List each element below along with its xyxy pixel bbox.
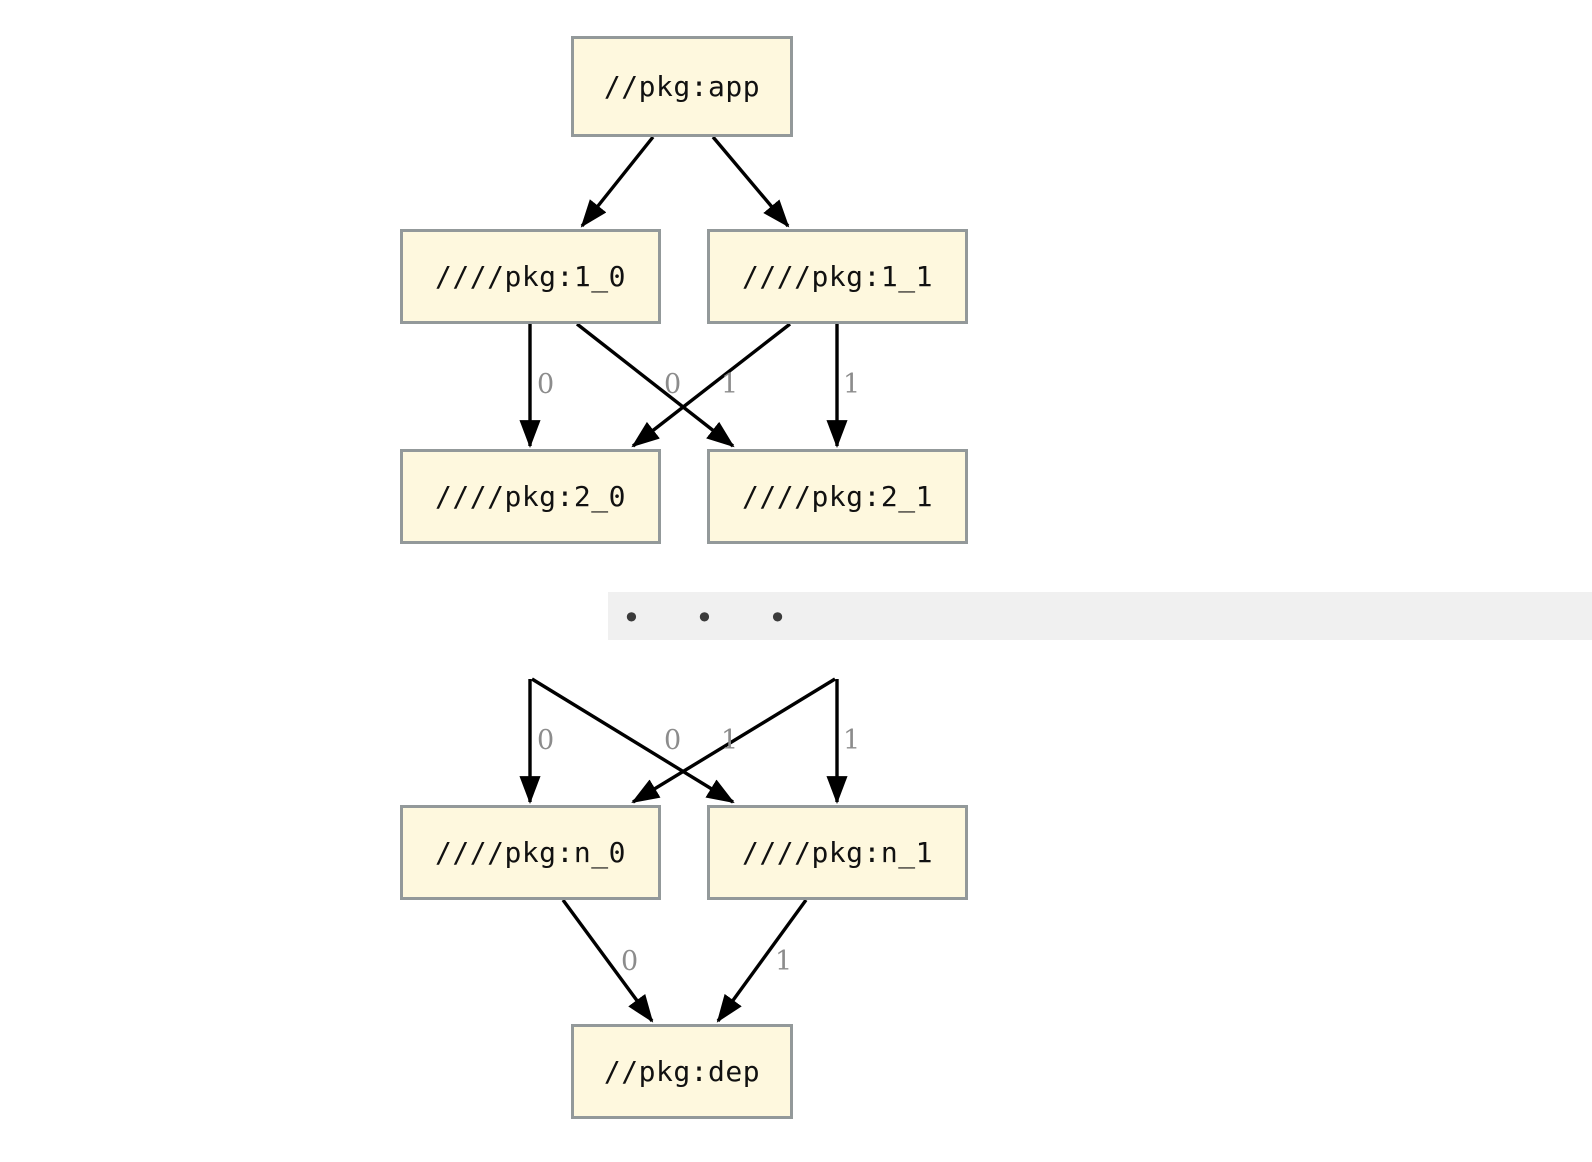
node-label: //pkg:dep <box>603 1055 761 1088</box>
edge-e-app-1_1 <box>711 135 790 228</box>
edge-label-e-1_0-2_1: 0 <box>664 369 682 400</box>
edge-label-e-n_1-dep: 1 <box>775 946 793 977</box>
node-n1_1[interactable]: ////pkg:1_1 <box>707 229 968 324</box>
edge-e-x-n_1b <box>531 677 735 804</box>
edge-label-e-1_1-2_1: 1 <box>843 369 861 400</box>
node-label: ////pkg:n_0 <box>435 836 626 869</box>
ellipsis-separator-band: • • • <box>608 592 1592 640</box>
edge-label-e-1_1-2_0: 1 <box>721 369 739 400</box>
edge-e-n_0-dep <box>561 898 654 1023</box>
edges-group <box>519 135 848 1023</box>
node-n2_1[interactable]: ////pkg:2_1 <box>707 449 968 544</box>
edge-label-e-1_0-2_0: 0 <box>537 369 555 400</box>
node-label: ////pkg:n_1 <box>742 836 933 869</box>
node-label: ////pkg:1_0 <box>435 260 626 293</box>
node-label: ////pkg:2_1 <box>742 480 933 513</box>
node-label: ////pkg:1_1 <box>742 260 933 293</box>
ellipsis-dots: • • • <box>622 599 809 637</box>
node-label: ////pkg:2_0 <box>435 480 626 513</box>
node-label: //pkg:app <box>603 70 761 103</box>
edge-e-n_1-dep <box>716 899 808 1023</box>
edge-label-e-n_0-dep: 0 <box>621 946 639 977</box>
edge-e-1_1-2_0 <box>631 322 792 448</box>
edge-label-e-x-n_0: 0 <box>537 725 555 756</box>
edge-e-app-1_0 <box>580 135 655 228</box>
node-n1_0[interactable]: ////pkg:1_0 <box>400 229 661 324</box>
node-app[interactable]: //pkg:app <box>571 36 793 137</box>
node-nn_0[interactable]: ////pkg:n_0 <box>400 805 661 900</box>
edge-label-e-y-n_0b: 1 <box>721 725 739 756</box>
node-dep[interactable]: //pkg:dep <box>571 1024 793 1119</box>
edge-e-y-n_0b <box>631 677 836 804</box>
edge-label-e-y-n_1: 1 <box>843 725 861 756</box>
edge-label-e-x-n_1b: 0 <box>664 725 682 756</box>
edge-e-1_0-2_1 <box>575 322 735 448</box>
node-nn_1[interactable]: ////pkg:n_1 <box>707 805 968 900</box>
node-n2_0[interactable]: ////pkg:2_0 <box>400 449 661 544</box>
